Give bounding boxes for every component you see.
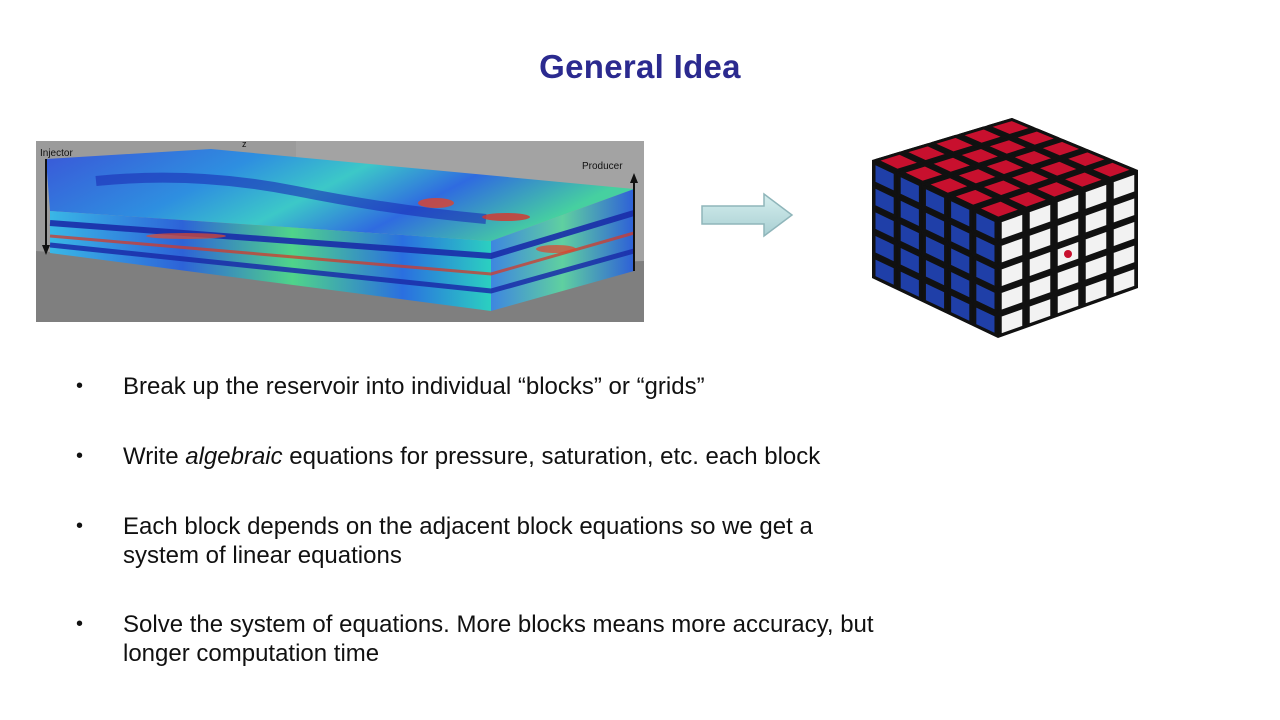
cube-sticker [998,305,1026,337]
cube-sticker [1026,295,1054,327]
cube-sticker [973,256,998,290]
cube-sticker [975,198,1024,220]
cube-sticker [950,186,999,208]
cube-sticker [1054,285,1082,317]
cube-sticker [874,151,923,172]
cube-sticker [897,244,922,278]
cube-sticker [897,173,922,207]
cube-sticker [1031,179,1080,200]
slide-title: General Idea [539,48,741,85]
cube-sticker [1026,271,1054,304]
cube-sticker [998,258,1026,290]
cube-sticker [1011,128,1060,148]
cube-sticker [978,177,1027,199]
cube-sticker [872,184,897,218]
cube-sticker [872,208,897,242]
cube-sticker [998,281,1026,314]
cube-sticker [983,137,1032,157]
cube-sticker [897,220,922,254]
cube-sticker [922,279,948,313]
cube-sticker [955,145,1004,166]
cube-sticker [1003,188,1052,210]
bullet-text: Break up the reservoir into individual “… [123,373,705,400]
cube-sticker [986,118,1035,138]
bullet-glyph: • [76,613,84,635]
axis-z-label: z [242,141,247,149]
injector-label: Injector [40,148,73,159]
cube-sticker [981,156,1029,178]
cube-sticker [948,244,973,278]
cube-sticker [948,220,973,254]
bullet-text: Each block depends on the adjacent block… [123,513,813,569]
right-arrow-icon [701,192,794,238]
bullet-glyph: • [76,445,84,467]
cube-sticker [1009,147,1057,168]
cube-sticker [930,134,979,155]
cube-sticker [1087,159,1136,180]
cube-sticker [1026,201,1054,233]
cube-sticker [1059,169,1108,190]
cube-sticker [922,256,948,290]
cube-sticker [1082,228,1110,260]
cube-sticker [1026,248,1054,280]
cube-sticker [922,208,948,242]
cube-sticker [1110,194,1138,227]
cube-sticker [958,126,1007,146]
cube-sticker [902,143,951,164]
cube-sticker [899,163,948,184]
cube-sticker [922,232,948,266]
cube-sticker [1054,261,1082,294]
cube-sticker [948,268,973,302]
cube-sticker [922,185,948,219]
cube-sticker [1110,265,1138,297]
cube-sticker [948,291,973,325]
bullet-text: Write algebraic equations for pressure, … [123,443,821,470]
producer-label: Producer [582,161,623,172]
bullet-glyph: • [76,375,84,397]
emphasis-algebraic: algebraic [185,443,283,470]
cube-sticker [1006,168,1055,189]
cube-sticker [973,303,998,337]
cube-sticker [1026,224,1054,257]
cube-sticker [973,209,998,243]
cube-sticker [872,255,897,289]
cube-sticker [1062,149,1111,170]
cube-sticker [998,211,1026,243]
cube-sticker [973,280,998,314]
cube-sticker [973,232,998,266]
cube-sticker [1082,275,1110,307]
cube-sticker [1082,251,1110,284]
cube-sticker [1082,204,1110,237]
cube-sticker [1037,138,1085,159]
cube-sticker [953,166,1001,187]
cube-sticker [897,196,922,230]
cube-logo-icon [1064,250,1072,258]
cube-sticker [927,154,976,175]
cube-sticker [1110,171,1138,203]
cube-sticker [1054,191,1082,223]
rubiks-cube-image [872,118,1138,338]
cube-sticker [1082,181,1110,213]
reservoir-model-image: Injector Producer z [36,141,644,322]
cube-sticker [1054,214,1082,247]
cube-sticker [1034,158,1083,179]
bullet-glyph: • [76,515,84,537]
cube-sticker [1110,218,1138,250]
cube-sticker [872,161,897,195]
cube-sticker [872,232,897,266]
bullet-text: Solve the system of equations. More bloc… [123,611,874,667]
cube-sticker [1110,241,1138,274]
cube-sticker [948,197,973,231]
cube-sticker [998,234,1026,267]
cube-sticker [897,267,922,301]
cube-sticker [925,175,973,196]
